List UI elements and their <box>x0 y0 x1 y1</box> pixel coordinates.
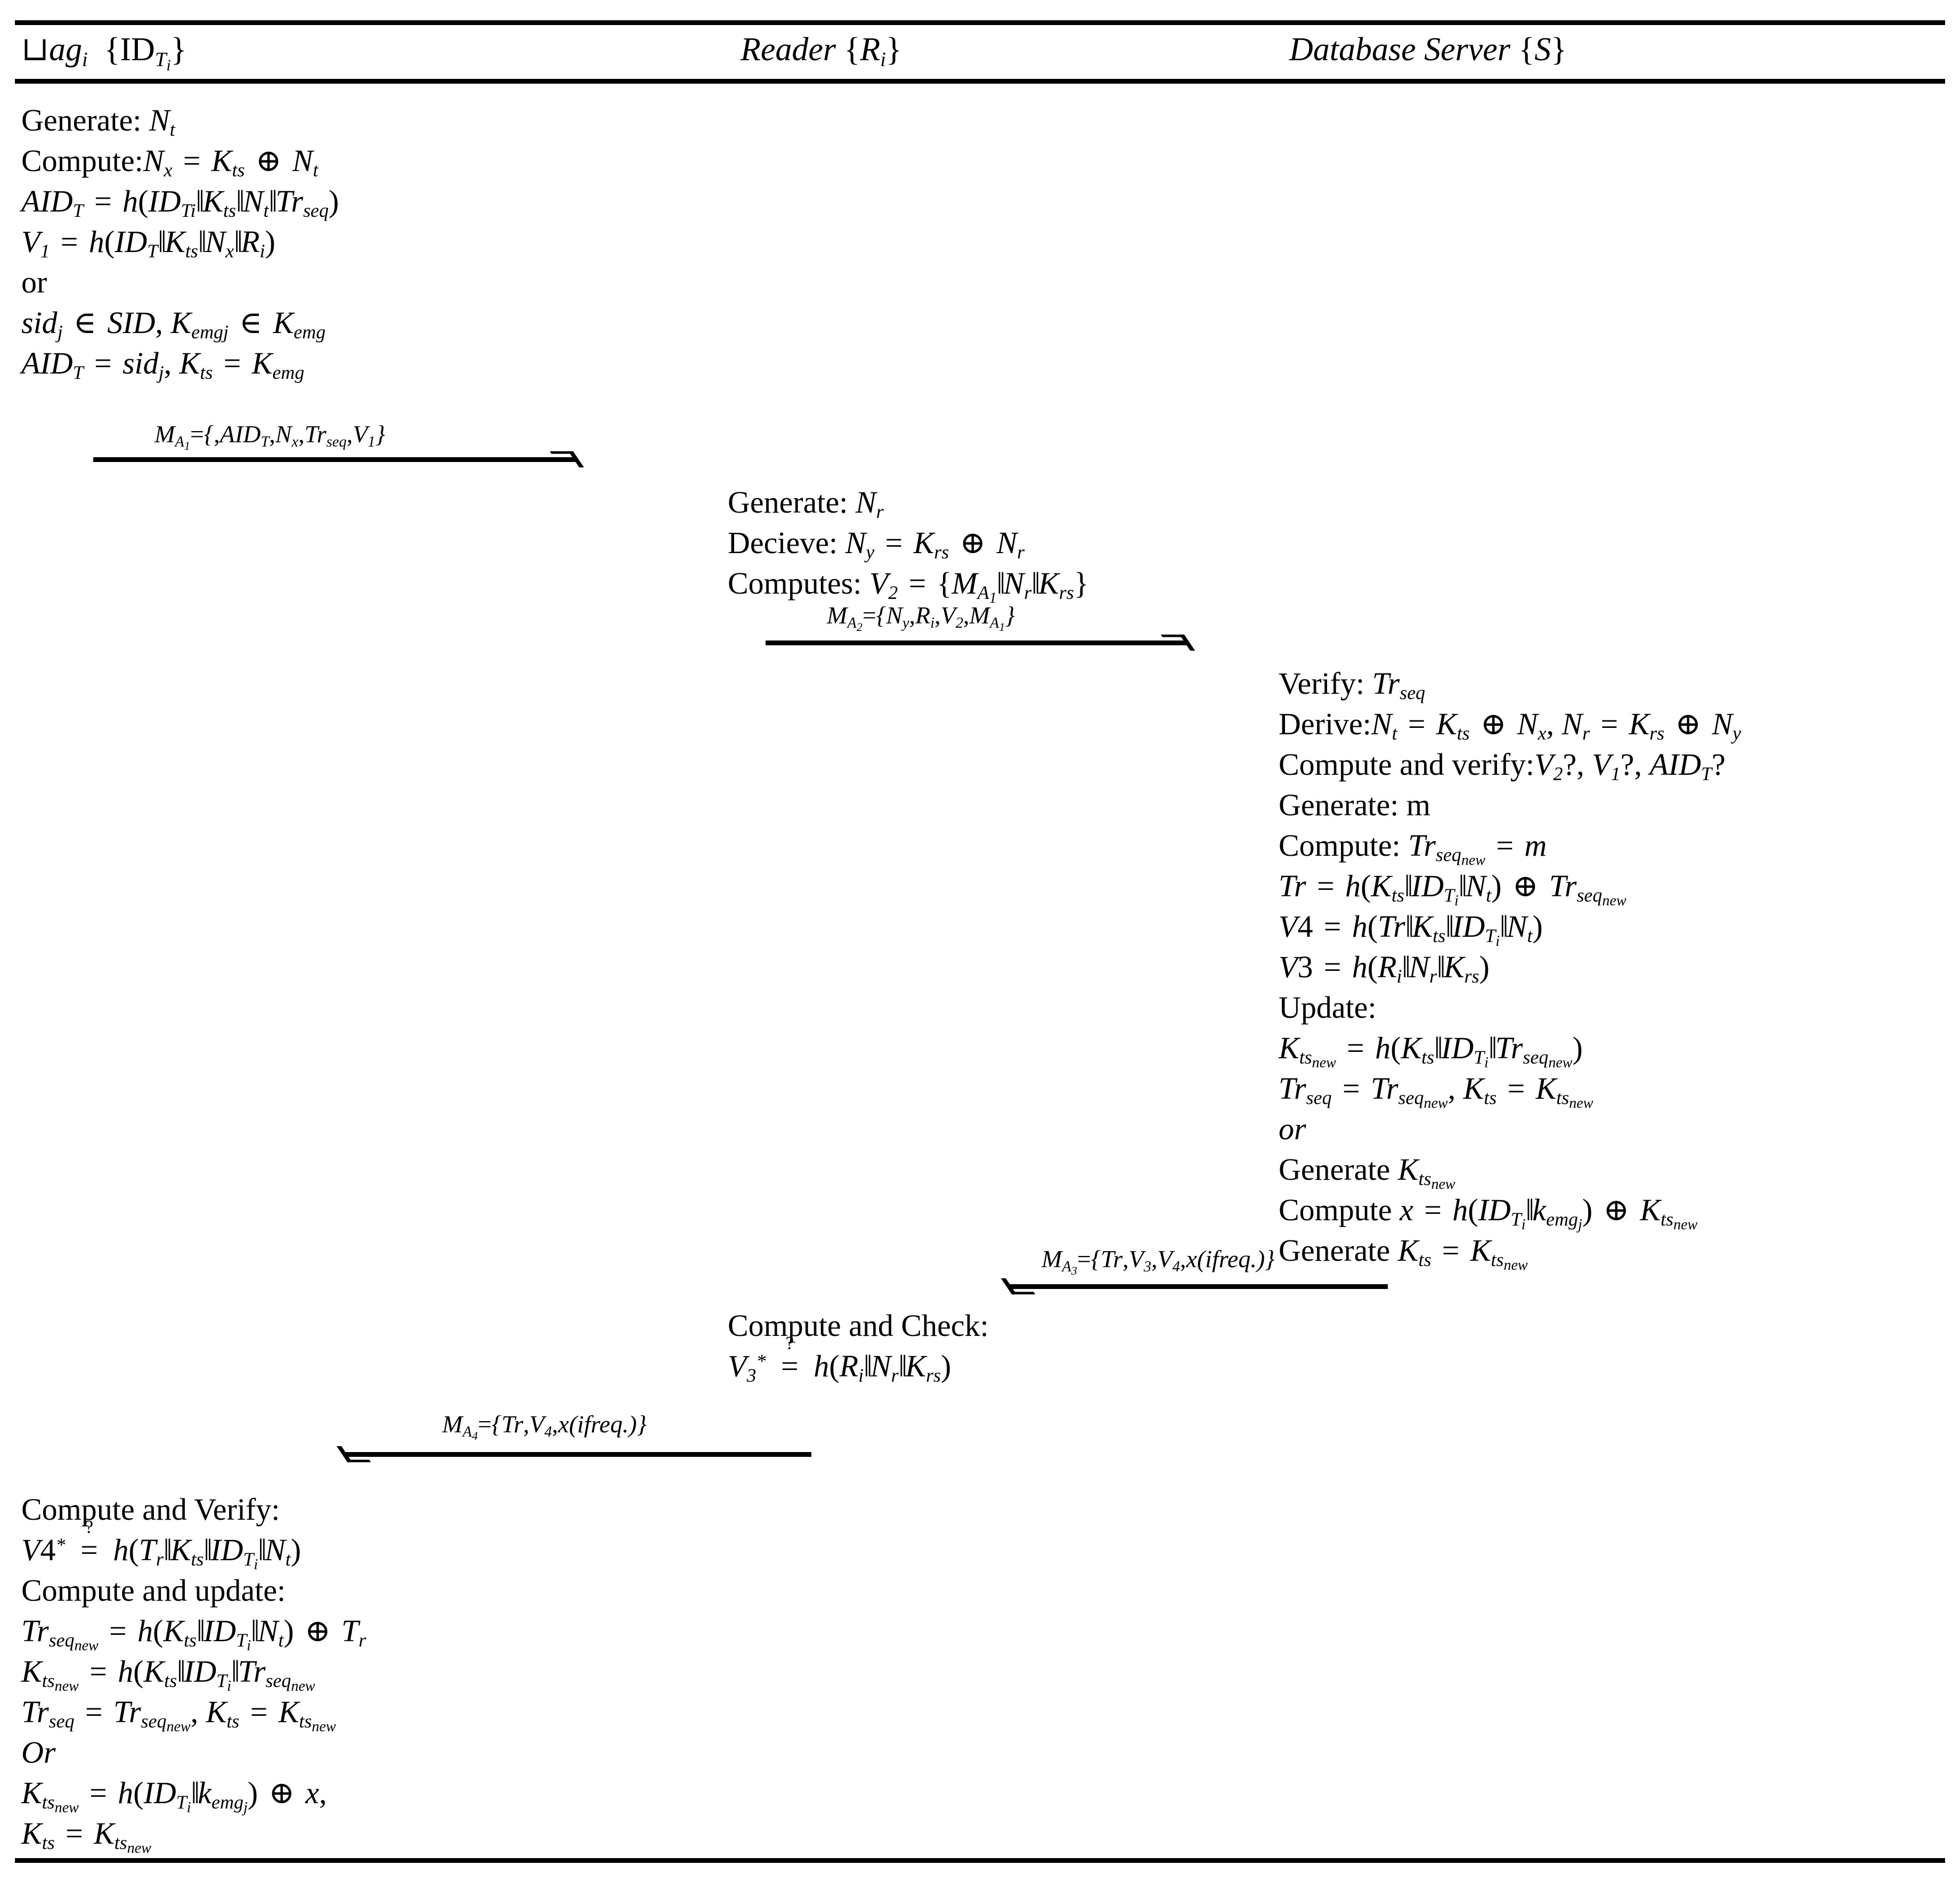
server-line-generate-m: Generate: m <box>1279 788 1431 822</box>
message-label-ma2: MA2={Ny,Ri,V2,MA1} <box>827 602 1015 634</box>
message-label-ma3: MA3={Tr,V3,V4,x(ifreq.)} <box>1042 1245 1275 1277</box>
server-computation-block: Verify: Trseq Derive:Nt = Kts ⊕ Nx, Nr =… <box>1279 663 1741 1274</box>
message-arrow-ma3 <box>1010 1284 1388 1289</box>
reader-line-decieve: Decieve: Ny = Krs ⊕ Nr <box>728 525 1025 563</box>
reader-column-header: Reader {Ri} <box>741 31 902 71</box>
tag2-line-ktsnew: Ktsnew = h(Kts‖IDTi‖Trseqnew <box>21 1654 315 1695</box>
tag2-line-assign: Trseq = Trseqnew, Kts = Ktsnew <box>21 1694 336 1736</box>
tag-computation-block-1: Generate: Nt Compute:Nx = Kts ⊕ Nt AIDT … <box>21 100 339 384</box>
tag2-line-trseqnew: Trseqnew = h(Kts‖IDTi‖Nt) ⊕ Tr <box>21 1614 367 1655</box>
tag-line-compute-nx: Compute:Nx = Kts ⊕ Nt <box>21 143 319 181</box>
tag2-line-ktsnew-emg: Ktsnew = h(IDTi‖kemgj) ⊕ x, <box>21 1775 327 1817</box>
server-line-generate-kts: Generate Kts = Ktsnew <box>1279 1233 1528 1274</box>
server-line-assign: Trseq = Trseqnew, Kts = Ktsnew <box>1279 1071 1593 1112</box>
tag-line-v1: V1 = h(IDT‖Kts‖Nx‖Ri) <box>21 224 275 262</box>
message-label-ma4: MA4={Tr,V4,x(ifreq.)} <box>442 1410 647 1442</box>
server-line-compute-verify: Compute and verify:V2?, V1?, AIDT? <box>1279 747 1726 785</box>
tag-line-or: or <box>21 265 47 299</box>
bottom-rule <box>15 1858 1945 1863</box>
message-label-ma1: MA1={,AIDT,Nx,Trseq,V1} <box>154 420 385 452</box>
reader-computation-block-1: Generate: Nr Decieve: Ny = Krs ⊕ Nr Comp… <box>728 482 1089 607</box>
message-arrow-ma4 <box>345 1452 811 1457</box>
server-line-v4: V4 = h(Tr‖Kts‖IDTi‖Nt) <box>1279 909 1543 950</box>
tag-line-aid: AIDT = h(IDTi‖Kts‖Nt‖Trseq) <box>21 184 339 222</box>
server-line-v3: V3 = h(Ri‖Nr‖Krs) <box>1279 950 1490 987</box>
tag-line-generate: Generate: Nt <box>21 103 175 141</box>
reader-computation-block-2: Compute and Check: V3* ?= h(Ri‖Nr‖Krs) <box>728 1306 989 1387</box>
server-line-compute-x: Compute x = h(IDTi‖kemgj) ⊕ Ktsnew <box>1279 1193 1698 1234</box>
server-line-or: or <box>1279 1112 1306 1146</box>
server-line-tr: Tr = h(Kts‖IDTi‖Nt) ⊕ Trseqnew <box>1279 869 1626 910</box>
reader-line-v3-check: V3* ?= h(Ri‖Nr‖Krs) <box>728 1333 951 1387</box>
server-line-generate-ktsnew: Generate Ktsnew <box>1279 1152 1455 1193</box>
reader-line-generate: Generate: Nr <box>728 485 884 523</box>
reader-line-computes-v2: Computes: V2 = {MA1‖Nr‖Krs} <box>728 566 1089 607</box>
tag-column-header: ⊔agi {IDTi} <box>21 31 187 74</box>
server-line-ktsnew: Ktsnew = h(Kts‖IDTi‖Trseqnew) <box>1279 1031 1583 1072</box>
tag2-line-v4-check: V4* ?= h(Tr‖Kts‖IDTi‖Nt) <box>21 1517 302 1574</box>
tag-line-aid-sid: AIDT = sidj, Kts = Kemg <box>21 346 305 384</box>
server-line-update: Update: <box>1279 990 1377 1025</box>
tag2-line-compute-verify: Compute and Verify: <box>21 1492 280 1527</box>
header-rule <box>15 79 1945 84</box>
server-column-header: Database Server {S} <box>1289 31 1567 68</box>
tag2-line-compute-update: Compute and update: <box>21 1573 286 1608</box>
tag2-line-kts-final: Kts = Ktsnew <box>21 1816 151 1857</box>
message-arrow-ma2 <box>766 640 1186 645</box>
message-arrow-ma1 <box>93 457 575 462</box>
tag2-line-or: Or <box>21 1735 56 1770</box>
server-line-derive: Derive:Nt = Kts ⊕ Nx, Nr = Krs ⊕ Ny <box>1279 707 1741 744</box>
top-rule <box>15 20 1945 25</box>
server-line-compute-trseqnew: Compute: Trseqnew = m <box>1279 828 1547 869</box>
tag-computation-block-2: Compute and Verify: V4* ?= h(Tr‖Kts‖IDTi… <box>21 1489 367 1857</box>
tag-line-sid: sidj ∈ SID, Kemgj ∈ Kemg <box>21 305 326 343</box>
reader-line-compute-check: Compute and Check: <box>728 1308 989 1343</box>
server-line-verify: Verify: Trseq <box>1279 666 1426 704</box>
